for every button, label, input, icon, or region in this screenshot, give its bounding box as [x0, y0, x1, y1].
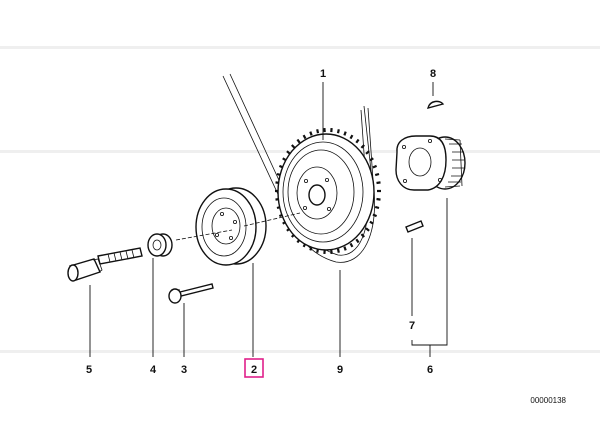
belt-pulley — [196, 188, 266, 265]
damper-hub — [309, 185, 325, 205]
gear-tooth — [292, 145, 295, 148]
callout-1[interactable]: 1 — [320, 68, 326, 80]
gear-tooth — [370, 158, 373, 160]
pulley-front-rim — [196, 189, 256, 265]
gear-tooth — [351, 243, 353, 247]
gear-tooth — [317, 129, 318, 133]
central-bolt — [68, 248, 142, 281]
gear-tooth — [351, 135, 353, 139]
gear-tooth — [373, 215, 377, 217]
gear-tooth — [304, 135, 306, 139]
gear-tooth — [338, 249, 339, 253]
diagram-reference-number: 00000138 — [530, 396, 566, 405]
gear-tooth — [310, 132, 311, 136]
callout-9[interactable]: 9 — [337, 364, 343, 376]
gear-tooth — [370, 222, 373, 224]
gear-tooth — [356, 140, 358, 143]
gear-tooth — [375, 174, 379, 175]
callout-2[interactable]: 2 — [251, 364, 257, 376]
gear-tooth — [344, 247, 345, 251]
leader-lines — [90, 82, 447, 357]
gear-tooth — [377, 199, 381, 200]
gear-tooth — [338, 129, 339, 133]
gear-tooth — [377, 182, 381, 183]
gear-tooth — [356, 239, 358, 242]
callout-6[interactable]: 6 — [427, 364, 433, 376]
callout-5[interactable]: 5 — [86, 364, 92, 376]
gear-tooth — [366, 228, 369, 231]
hex-bolt — [169, 284, 213, 303]
dowel-pin — [406, 221, 423, 232]
callout-8[interactable]: 8 — [430, 68, 436, 80]
gear-tooth — [344, 132, 345, 136]
callout-7[interactable]: 7 — [409, 320, 415, 332]
vibration-damper — [275, 128, 381, 254]
woodruff-key — [428, 101, 443, 108]
gear-tooth — [373, 166, 377, 168]
gear-tooth — [375, 207, 379, 208]
washer — [148, 234, 172, 256]
bolt-thread — [98, 248, 142, 264]
damper-outer-rim — [278, 134, 374, 250]
bolt-head-end — [68, 265, 78, 281]
crankshaft-sprocket — [396, 136, 465, 190]
callout-4[interactable]: 4 — [150, 364, 157, 376]
gear-tooth — [297, 140, 299, 143]
callout-3[interactable]: 3 — [181, 364, 187, 376]
